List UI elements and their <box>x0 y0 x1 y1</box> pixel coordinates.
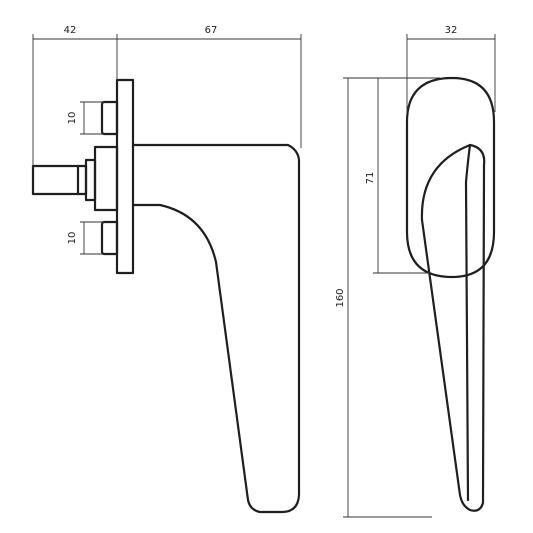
dimension-labels: 42 67 32 10 10 160 71 <box>64 25 458 308</box>
dim-label-overall-height: 160 <box>335 288 346 307</box>
top-screw-boss <box>100 100 119 136</box>
bottom-screw-boss <box>100 220 119 256</box>
rose-plate <box>115 78 135 275</box>
dim-label-handle-projection: 67 <box>205 25 218 36</box>
dim-label-pivot-height: 71 <box>365 172 376 185</box>
spindle-collar <box>84 158 97 202</box>
rose-plate-front <box>405 76 496 279</box>
side-view <box>31 78 301 514</box>
handle-lever-front <box>420 143 486 512</box>
front-view <box>405 76 496 512</box>
dim-label-boss-top: 10 <box>67 112 78 125</box>
dim-label-boss-bottom: 10 <box>67 232 78 245</box>
dimension-lines <box>32 34 496 518</box>
handle-lever-inner-edge <box>464 143 472 502</box>
dim-label-shaft-length: 42 <box>64 25 77 36</box>
handle-hub <box>93 145 119 212</box>
dim-label-plate-width: 32 <box>445 25 458 36</box>
handle-lever-side <box>131 143 301 514</box>
